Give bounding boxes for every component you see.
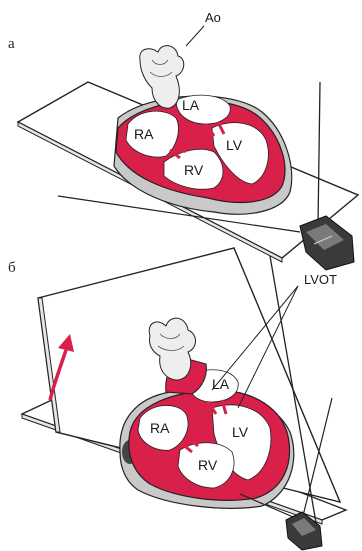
label-b-lv: LV — [232, 424, 249, 440]
label-b-rv: RV — [198, 457, 218, 473]
label-b-lvot: LVOT — [304, 272, 337, 287]
ao-leader-line — [186, 26, 204, 46]
label-a-lv: LV — [226, 137, 243, 153]
label-b-la: LA — [212, 376, 230, 392]
panel-a: а Ao LA RA LV RV — [8, 10, 358, 270]
transducer-probe-a — [300, 216, 354, 270]
panel-b-letter: б — [8, 260, 16, 276]
panel-a-letter: а — [8, 36, 15, 52]
label-a-rv: RV — [184, 162, 204, 178]
label-a-ao: Ao — [205, 10, 221, 25]
label-a-la: LA — [182, 97, 200, 113]
label-a-ra: RA — [134, 126, 154, 142]
panel-b: б — [8, 248, 346, 550]
label-b-ra: RA — [150, 420, 170, 436]
aorta-a — [140, 46, 184, 109]
